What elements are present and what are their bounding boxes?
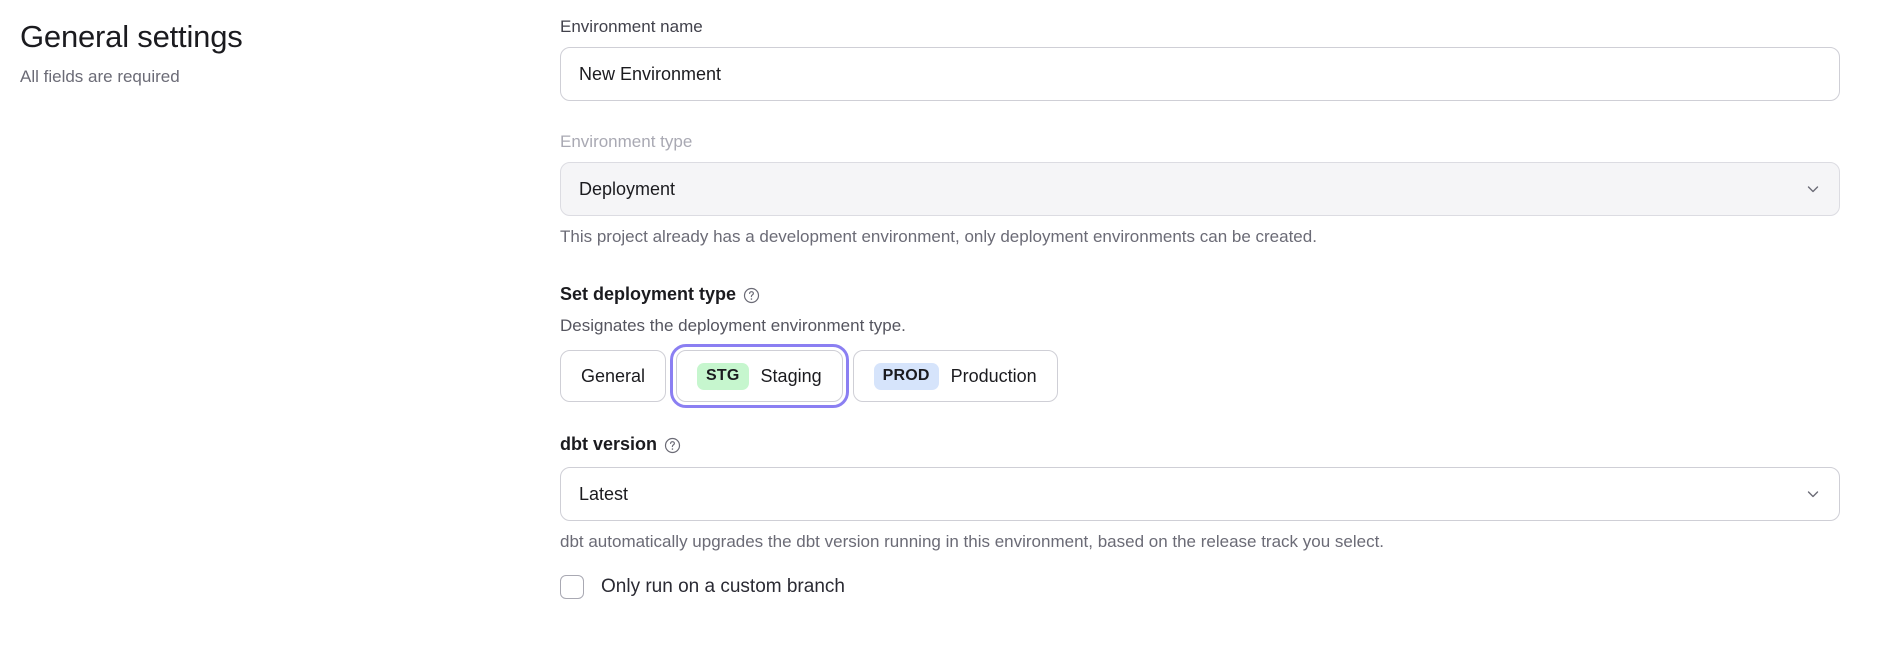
deployment-type-option-production[interactable]: PROD Production bbox=[852, 350, 1058, 402]
environment-type-helper-text: This project already has a development e… bbox=[560, 227, 1317, 246]
deployment-type-option-general[interactable]: General bbox=[560, 350, 667, 402]
question-circle-icon[interactable] bbox=[743, 287, 760, 304]
deployment-type-button-group: General STG Staging PROD Production bbox=[560, 344, 1840, 408]
question-circle-icon[interactable] bbox=[664, 437, 681, 454]
deployment-type-option-production-label: Production bbox=[950, 366, 1037, 386]
page-title: General settings bbox=[20, 19, 243, 54]
dbt-version-label: dbt version bbox=[560, 434, 658, 454]
custom-branch-label[interactable]: Only run on a custom branch bbox=[601, 576, 845, 597]
deployment-type-option-general-label: General bbox=[581, 366, 646, 386]
dbt-version-field: dbt version Latest dbt aut bbox=[560, 432, 1840, 553]
environment-name-field: Environment name New Environment bbox=[560, 16, 1840, 101]
chevron-down-icon bbox=[1805, 181, 1821, 197]
spacer bbox=[560, 248, 1840, 282]
deployment-type-option-staging-label: Staging bbox=[760, 366, 822, 386]
deployment-type-field: Set deployment type Designates the deplo… bbox=[560, 282, 1840, 408]
dbt-version-value: Latest bbox=[579, 484, 629, 504]
custom-branch-checkbox[interactable] bbox=[560, 575, 584, 599]
chevron-down-icon bbox=[1805, 486, 1821, 502]
environment-type-field: Environment type Deployment This project… bbox=[560, 131, 1840, 248]
production-badge: PROD bbox=[873, 362, 939, 390]
environment-type-value: Deployment bbox=[579, 179, 676, 199]
environment-type-select[interactable]: Deployment bbox=[560, 162, 1840, 216]
dbt-version-label-row: dbt version bbox=[560, 432, 681, 456]
custom-branch-row[interactable]: Only run on a custom branch bbox=[560, 575, 1840, 599]
spacer bbox=[560, 402, 1840, 432]
page-subtitle: All fields are required bbox=[20, 67, 180, 86]
dbt-version-helper-text: dbt automatically upgrades the dbt versi… bbox=[560, 532, 1385, 551]
environment-name-input[interactable]: New Environment bbox=[560, 47, 1840, 101]
deployment-type-option-staging[interactable]: STG Staging bbox=[670, 344, 849, 408]
environment-type-label: Environment type bbox=[560, 132, 693, 151]
environment-name-label: Environment name bbox=[560, 17, 703, 36]
settings-form-column: Environment name New Environment Environ… bbox=[560, 0, 1888, 599]
settings-header-column: General settings All fields are required bbox=[0, 0, 560, 88]
spacer bbox=[560, 101, 1840, 131]
deployment-type-label-row: Set deployment type bbox=[560, 282, 760, 306]
deployment-type-label: Set deployment type bbox=[560, 284, 737, 304]
dbt-version-select[interactable]: Latest bbox=[560, 467, 1840, 521]
deployment-type-description: Designates the deployment environment ty… bbox=[560, 316, 906, 335]
staging-badge: STG bbox=[697, 362, 749, 390]
